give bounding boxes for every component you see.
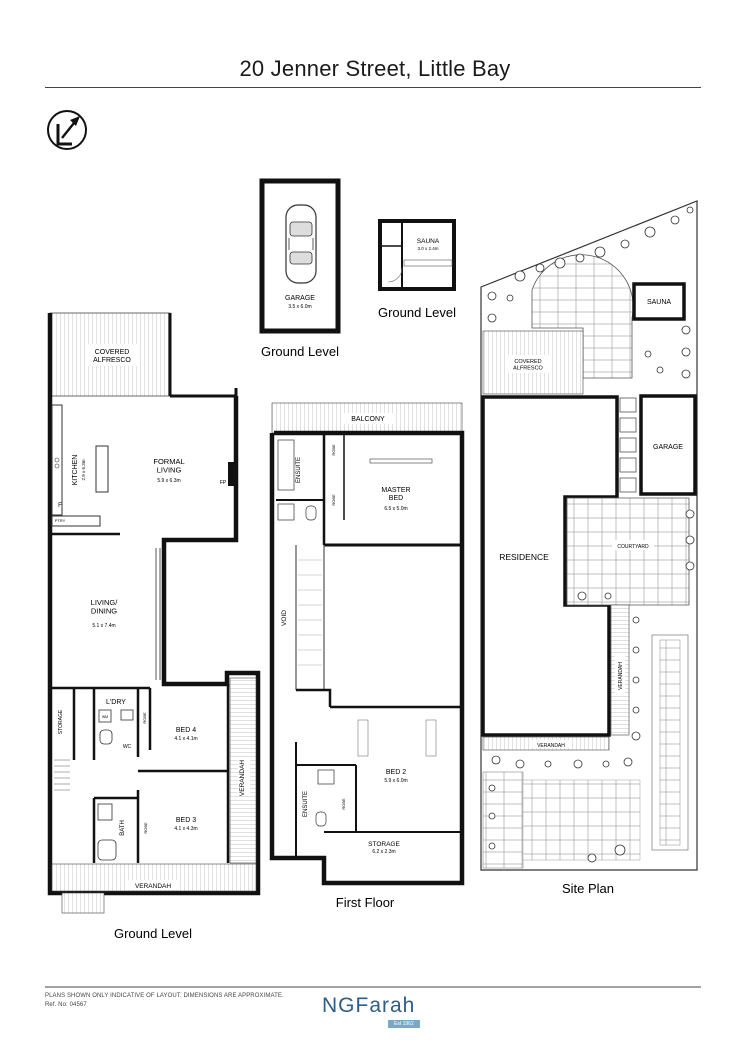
first-storage-label: STORAGE — [368, 841, 400, 848]
car-icon — [285, 204, 317, 284]
robe-label-bed3: ROBE — [143, 822, 148, 834]
bed2-ensuite-label: ENSUITE — [303, 791, 309, 817]
fireplace-label: FP — [220, 480, 227, 486]
reference-number: Ref. No: 04567 — [45, 1002, 87, 1008]
site-verandah-vertical-label: VERANDAH — [618, 662, 624, 690]
brand-logo: NGFarah — [322, 994, 416, 1017]
label-line: ALFRESCO — [93, 357, 131, 364]
site-verandah-horizontal-label: VERANDAH — [537, 743, 565, 749]
header-rule — [45, 87, 701, 88]
balcony-label: BALCONY — [351, 416, 385, 423]
sauna-dims: 3.0 x 2.4m — [417, 246, 438, 251]
living-dining-dims: 5.1 x 7.4m — [92, 623, 115, 629]
garden-plants — [487, 206, 695, 863]
master-robe-a-label: ROBE — [331, 444, 336, 456]
sauna-level-label: Ground Level — [378, 305, 456, 320]
front-verandah-label: VERANDAH — [135, 883, 171, 890]
side-verandah-label: VERANDAH — [239, 760, 246, 796]
sauna-block: SAUNA 3.0 x 2.4m — [378, 219, 456, 291]
garage-level-label: Ground Level — [261, 344, 339, 359]
master-robe-b-label: ROBE — [331, 494, 336, 506]
label-line: ALFRESCO — [513, 365, 543, 371]
garage-block: GARAGE 3.5 x 6.0m — [259, 178, 341, 334]
site-residence-label: RESIDENCE — [499, 552, 549, 562]
ground-level-label: Ground Level — [114, 926, 192, 941]
washing-machine-label: WM — [102, 715, 108, 719]
label-line: BED — [389, 495, 403, 502]
kitchen-label: KITCHEN — [72, 455, 79, 486]
north-arrow-icon — [47, 110, 87, 150]
bed2-dims: 5.9 x 6.0m — [384, 778, 407, 784]
site-plan-level-label: Site Plan — [562, 881, 614, 896]
site-garage-label: GARAGE — [653, 444, 683, 451]
first-storage-dims: 6.2 x 2.3m — [372, 849, 395, 855]
bed3-dims: 4.1 x 4.3m — [174, 826, 197, 832]
laundry-label: L'DRY — [106, 699, 126, 706]
bed4-dims: 4.1 x 4.1m — [174, 736, 197, 742]
formal-living-dims: 5.9 x 6.3m — [157, 478, 180, 484]
sauna-room-label: SAUNA — [417, 238, 440, 245]
bed3-label: BED 3 — [176, 817, 196, 824]
disclaimer-text: PLANS SHOWN ONLY INDICATIVE OF LAYOUT. D… — [45, 993, 284, 999]
living-dining-label: LIVING/DINING — [91, 598, 119, 616]
storage-label: STORAGE — [58, 709, 64, 734]
pantry-label: PTRY — [55, 518, 66, 523]
master-bed-dims: 6.5 x 5.0m — [384, 506, 407, 512]
garage-dims: 3.5 x 6.0m — [288, 304, 311, 310]
fridge-label: F — [58, 503, 62, 509]
first-floor-level-label: First Floor — [336, 895, 395, 910]
wc-label: WC — [123, 744, 132, 750]
bed2-label: BED 2 — [386, 769, 406, 776]
plan-title: 20 Jenner Street, Little Bay — [239, 56, 511, 81]
brand-tagline: Est 1962 — [388, 1020, 420, 1028]
kitchen-dims: 2.9 x 6.3m — [81, 459, 86, 480]
bath-label: BATH — [120, 820, 126, 836]
site-sauna-label: SAUNA — [647, 299, 671, 306]
site-courtyard-label: COURTYARD — [617, 544, 649, 550]
label-line: DINING — [91, 607, 117, 616]
bed4-label: BED 4 — [176, 727, 196, 734]
bed2-robe-label: ROBE — [341, 798, 346, 810]
void-label: VOID — [281, 610, 288, 626]
garage-room-label: GARAGE — [285, 295, 315, 302]
label-line: LIVING — [157, 466, 182, 475]
master-ensuite-label: ENSUITE — [296, 457, 302, 483]
robe-label-bed4: ROBE — [142, 712, 147, 724]
